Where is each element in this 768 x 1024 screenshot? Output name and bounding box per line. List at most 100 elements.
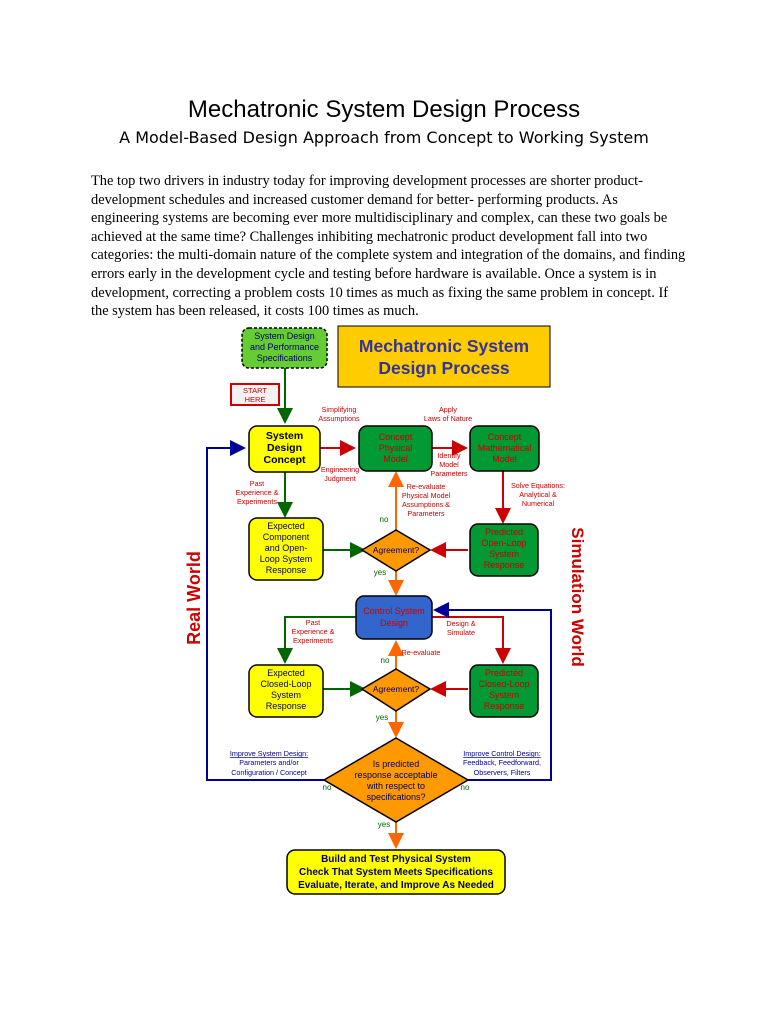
svg-text:Identify: Identify (437, 451, 461, 460)
expected-open-loop-response-node: Expected Component and Open- Loop System… (248, 517, 324, 581)
svg-text:Simulate: Simulate (447, 628, 475, 637)
svg-text:Mechatronic System: Mechatronic System (359, 336, 529, 356)
svg-text:with respect to: with respect to (366, 781, 425, 791)
svg-text:Agreement?: Agreement? (373, 684, 420, 694)
annotations: Simplifying Assumptions Apply Laws of Na… (236, 405, 565, 657)
svg-text:Response: Response (266, 565, 307, 575)
svg-text:no: no (381, 656, 390, 665)
svg-text:Loop System: Loop System (260, 554, 313, 564)
svg-text:HERE: HERE (245, 395, 266, 404)
page-subtitle: A Model-Based Design Approach from Conce… (119, 128, 649, 147)
svg-text:System: System (489, 690, 519, 700)
svg-text:Specifications: Specifications (257, 353, 313, 363)
svg-text:Closed-Loop: Closed-Loop (478, 679, 529, 689)
svg-text:Analytical &: Analytical & (519, 490, 557, 499)
svg-text:Apply: Apply (439, 405, 457, 414)
svg-text:Model: Model (492, 454, 517, 464)
svg-text:Design: Design (267, 442, 302, 454)
agreement-decision-1: Agreement? (360, 529, 432, 572)
svg-text:Past: Past (250, 479, 264, 488)
svg-text:Feedback, Feedforward,: Feedback, Feedforward, (463, 758, 541, 767)
page-title: Mechatronic System Design Process (187, 96, 581, 123)
svg-text:START: START (243, 386, 267, 395)
svg-text:Physical: Physical (379, 443, 413, 453)
svg-text:Parameters: Parameters (430, 469, 468, 478)
svg-text:and Performance: and Performance (250, 342, 319, 352)
svg-text:Closed-Loop: Closed-Loop (260, 679, 311, 689)
svg-text:Design Process: Design Process (378, 358, 510, 378)
acceptance-decision: Is predicted response acceptable with re… (322, 737, 470, 823)
svg-text:Model: Model (439, 460, 459, 469)
predicted-open-loop-response-node: Predicted Open-Loop System Response (469, 523, 539, 577)
svg-text:Design: Design (380, 618, 408, 628)
svg-text:Numerical: Numerical (522, 499, 555, 508)
svg-text:System: System (271, 690, 301, 700)
simulation-world-label: Simulation World (568, 527, 587, 666)
svg-text:Assumptions &: Assumptions & (402, 500, 450, 509)
svg-text:Past: Past (306, 618, 320, 627)
svg-text:Agreement?: Agreement? (373, 545, 420, 555)
svg-text:Physical Model: Physical Model (402, 491, 451, 500)
svg-text:Parameters and/or: Parameters and/or (239, 758, 299, 767)
svg-text:System: System (266, 430, 303, 442)
svg-text:Experience &: Experience & (292, 627, 335, 636)
svg-text:Expected: Expected (267, 668, 305, 678)
svg-text:Is predicted: Is predicted (373, 759, 420, 769)
start-here-label: START HERE (230, 383, 280, 406)
svg-text:System Design: System Design (254, 331, 315, 341)
svg-text:Improve Control Design:: Improve Control Design: (463, 749, 541, 758)
svg-text:Laws of Nature: Laws of Nature (424, 414, 472, 423)
svg-text:no: no (323, 783, 332, 792)
intro-paragraph: The top two drivers in industry today fo… (91, 173, 686, 320)
svg-text:Evaluate, Iterate, and Improve: Evaluate, Iterate, and Improve As Needed (298, 880, 494, 891)
svg-text:Experiments: Experiments (293, 636, 333, 645)
svg-text:Response: Response (484, 701, 525, 711)
yes-no-labels: no yes no yes no no yes (323, 515, 470, 829)
predicted-closed-loop-response-node: Predicted Closed-Loop System Response (469, 664, 539, 718)
system-design-concept-node: System Design Concept (248, 425, 321, 473)
svg-text:yes: yes (374, 568, 386, 577)
svg-text:Mathematical: Mathematical (478, 443, 532, 453)
svg-text:Simplifying: Simplifying (322, 405, 357, 414)
svg-text:Open-Loop: Open-Loop (481, 538, 526, 548)
svg-text:Control System: Control System (363, 606, 425, 616)
svg-text:Response: Response (266, 701, 307, 711)
svg-text:Parameters: Parameters (407, 509, 445, 518)
svg-text:Component: Component (263, 532, 310, 542)
svg-text:yes: yes (376, 713, 388, 722)
svg-text:Concept: Concept (264, 454, 307, 466)
svg-text:Experiments: Experiments (237, 497, 277, 506)
svg-text:Judgment: Judgment (324, 474, 356, 483)
svg-text:Response: Response (484, 560, 525, 570)
improve-annotations: Improve System Design: Parameters and/or… (230, 749, 541, 777)
control-system-design-node: Control System Design (355, 595, 433, 640)
svg-text:Build and Test Physical System: Build and Test Physical System (321, 854, 471, 865)
svg-text:no: no (461, 783, 470, 792)
svg-text:specifications?: specifications? (366, 792, 425, 802)
svg-text:yes: yes (378, 820, 390, 829)
svg-text:Solve Equations:: Solve Equations: (511, 481, 565, 490)
real-world-label: Real World (184, 551, 204, 645)
svg-text:Check That System Meets Specif: Check That System Meets Specifications (299, 867, 493, 878)
svg-text:Assumptions: Assumptions (318, 414, 360, 423)
svg-text:Re-evaluate: Re-evaluate (402, 648, 441, 657)
svg-text:Design &: Design & (446, 619, 475, 628)
svg-text:Re-evaluate: Re-evaluate (407, 482, 446, 491)
concept-mathematical-model-node: Concept Mathematical Model (469, 425, 540, 472)
svg-text:Configuration / Concept: Configuration / Concept (231, 768, 307, 777)
svg-text:Improve System Design:: Improve System Design: (230, 749, 308, 758)
svg-text:Expected: Expected (267, 521, 305, 531)
svg-text:Experience &: Experience & (236, 488, 279, 497)
connectors (206, 368, 552, 849)
svg-text:Engineering: Engineering (321, 465, 359, 474)
svg-text:Predicted: Predicted (485, 527, 523, 537)
svg-text:response acceptable: response acceptable (354, 770, 437, 780)
svg-text:Concept: Concept (379, 432, 413, 442)
svg-text:and Open-: and Open- (265, 543, 308, 553)
expected-closed-loop-response-node: Expected Closed-Loop System Response (248, 664, 324, 718)
concept-physical-model-node: Concept Physical Model (358, 425, 433, 472)
build-and-test-node: Build and Test Physical System Check Tha… (286, 849, 506, 895)
specifications-node: System Design and Performance Specificat… (241, 327, 328, 369)
svg-text:Model: Model (383, 454, 408, 464)
